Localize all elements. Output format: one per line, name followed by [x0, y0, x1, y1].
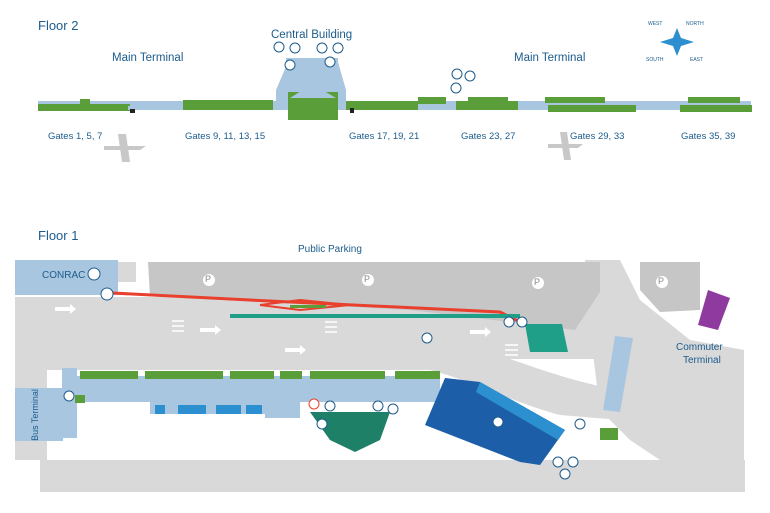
bus-icon: [574, 418, 586, 430]
public-parking-label: Public Parking: [298, 244, 362, 255]
main-terminal-right-label: Main Terminal: [514, 52, 586, 64]
parking-icon: [203, 274, 215, 286]
public-parking-lot: [148, 262, 700, 330]
first-aid-icon: [308, 398, 320, 410]
gates-1-5-7-label: Gates 1, 5, 7: [48, 131, 103, 142]
floor1-icons: [63, 267, 586, 480]
compass-west: WEST: [648, 21, 663, 27]
bus-icon: [421, 332, 433, 344]
escalator-icon: [289, 42, 301, 54]
gate-block: [346, 101, 418, 110]
gates-29-33-label: Gates 29, 33: [570, 131, 625, 142]
restroom-icon: [372, 400, 384, 412]
elevator-icon: [316, 42, 328, 54]
gate-block: [548, 105, 636, 112]
gate-block: [680, 105, 752, 112]
elevator-icon: [450, 82, 462, 94]
stairs-icon: [464, 70, 476, 82]
stairs-icon: [387, 403, 399, 415]
restroom-icon: [316, 418, 328, 430]
main-terminal-left-label: Main Terminal: [112, 52, 184, 64]
conrac-label: CONRAC: [42, 270, 86, 281]
commuter-terminal-building: [698, 290, 730, 330]
floor-2-title: Floor 2: [38, 18, 79, 33]
walkway: [230, 314, 520, 318]
bus-icon: [63, 390, 75, 402]
gate-block: [456, 101, 518, 110]
gates-23-27-label: Gates 23, 27: [461, 131, 516, 142]
elevator-icon: [492, 416, 504, 428]
commuter-walkway: [603, 336, 633, 412]
floor2-concourse: [38, 58, 752, 120]
escalator-icon: [324, 400, 336, 412]
restroom-icon: [559, 468, 571, 480]
parking-icon: [532, 277, 544, 289]
terminal-floor1: [62, 368, 440, 452]
gate-block: [183, 100, 273, 110]
parking-p-1: P: [205, 274, 212, 284]
stairs-icon: [332, 42, 344, 54]
floor-1-title: Floor 1: [38, 228, 79, 243]
parking-p-4: P: [658, 276, 665, 286]
commuter-terminal-label-2: Terminal: [683, 355, 721, 366]
bus-icon: [516, 316, 528, 328]
bus-icon: [100, 287, 114, 301]
info-icon: [284, 59, 296, 71]
compass-icon: [660, 28, 694, 56]
walking-icon: [503, 316, 515, 328]
restroom-icon: [273, 41, 285, 53]
floor2-icons: [273, 41, 476, 94]
gates-17-21-label: Gates 17, 19, 21: [349, 131, 420, 142]
compass-east: EAST: [690, 57, 704, 63]
compass-south: SOUTH: [646, 57, 664, 63]
central-building-label: Central Building: [271, 29, 353, 41]
escalator-icon: [451, 68, 463, 80]
parking-icon: [656, 276, 668, 288]
conrac-building: [15, 260, 118, 295]
commuter-terminal-label-1: Commuter: [676, 342, 723, 353]
airplane-icon: [548, 132, 583, 160]
bus-terminal-building: [15, 388, 63, 441]
gates-35-39-label: Gates 35, 39: [681, 131, 736, 142]
airplane-icon: [104, 134, 146, 162]
gate-block: [38, 104, 130, 111]
garage-entrance: [525, 324, 568, 352]
parking-icon: [362, 274, 374, 286]
parking-p-3: P: [534, 277, 541, 287]
info-icon: [324, 56, 336, 68]
bus-icon: [87, 267, 101, 281]
compass-north: NORTH: [686, 21, 704, 27]
stairs-icon: [552, 456, 564, 468]
central-hall: [310, 412, 390, 452]
parking-p-2: P: [364, 274, 371, 284]
traffic-arrows: [55, 304, 491, 355]
crosswalks: [172, 320, 518, 356]
elevator-icon: [567, 456, 579, 468]
bus-terminal-label: Bus Terminal: [29, 389, 40, 441]
gates-9-15-label: Gates 9, 11, 13, 15: [185, 131, 266, 142]
